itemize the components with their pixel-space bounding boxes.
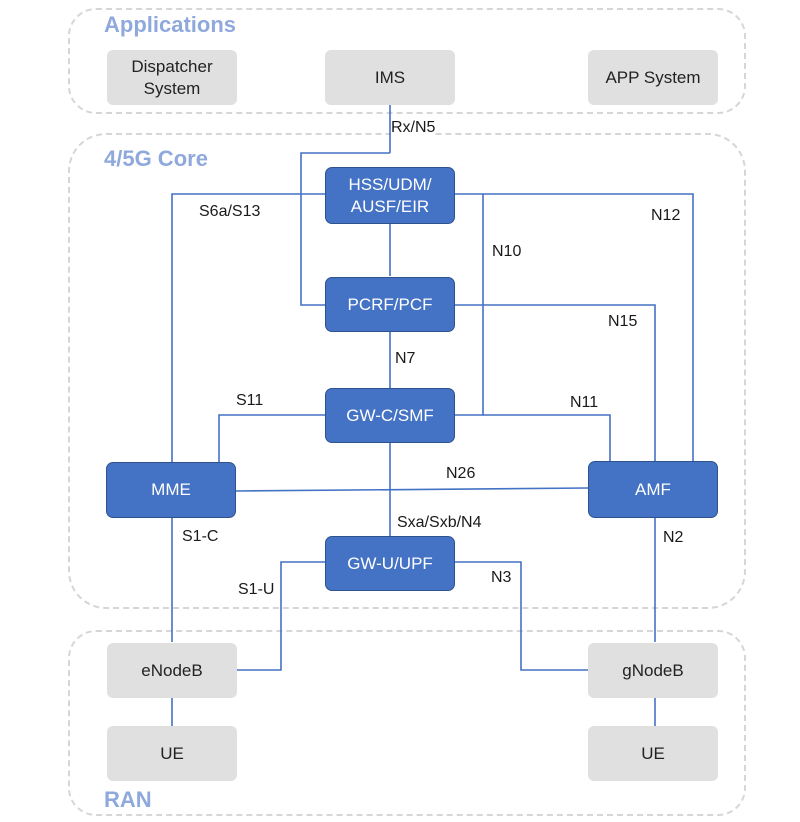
n15-label: N15 [608, 313, 638, 331]
s1c-label: S1-C [182, 528, 219, 546]
n12-link [455, 193, 694, 462]
amf-node[interactable]: AMF [588, 461, 718, 518]
rx-n5-label: Rx/N5 [391, 119, 436, 137]
ran-zone-title: RAN [100, 787, 156, 813]
core-zone-title: 4/5G Core [100, 146, 212, 172]
n3-link [455, 561, 588, 671]
applications-zone-title: Applications [100, 12, 241, 38]
n11-label: N11 [570, 394, 599, 412]
dispatcher-system-label: Dispatcher System [131, 56, 213, 98]
pcrf-pcf-node[interactable]: PCRF/PCF [325, 277, 455, 332]
n12-label: N12 [651, 207, 681, 225]
ue-right-label: UE [641, 743, 665, 763]
n7-label: N7 [395, 350, 416, 368]
n11-link [483, 414, 611, 462]
s11-label: S11 [236, 392, 264, 410]
app-system-node[interactable]: APP System [588, 50, 718, 105]
n15-link [455, 304, 656, 462]
hss-udm-ausf-eir-node[interactable]: HSS/UDM/ AUSF/EIR [325, 167, 455, 224]
hss-udm-ausf-eir-label: HSS/UDM/ AUSF/EIR [348, 174, 432, 216]
gw-c-smf-node[interactable]: GW-C/SMF [325, 388, 455, 443]
ims-label: IMS [374, 67, 406, 87]
enodeb-node[interactable]: eNodeB [107, 643, 237, 698]
enodeb-label: eNodeB [141, 660, 203, 680]
dispatcher-system-node[interactable]: Dispatcher System [107, 50, 237, 105]
applications-zone [68, 8, 746, 114]
ue-left-label: UE [160, 743, 184, 763]
ue-left-node[interactable]: UE [107, 726, 237, 781]
n26-label: N26 [446, 465, 476, 483]
n10-label: N10 [492, 243, 522, 261]
gw-c-smf-label: GW-C/SMF [346, 405, 434, 425]
app-system-label: APP System [605, 67, 701, 87]
ims-node[interactable]: IMS [325, 50, 455, 105]
ran-zone [68, 630, 746, 816]
ue-right-node[interactable]: UE [588, 726, 718, 781]
s1u-label: S1-U [238, 581, 275, 599]
s6a-s13-link [171, 193, 325, 462]
gnodeb-label: gNodeB [622, 660, 684, 680]
mme-label: MME [151, 480, 191, 499]
gw-u-upf-node[interactable]: GW-U/UPF [325, 536, 455, 591]
n3-label: N3 [491, 569, 512, 587]
gnodeb-node[interactable]: gNodeB [588, 643, 718, 698]
n2-label: N2 [663, 529, 684, 547]
s6a-s13-label: S6a/S13 [199, 203, 261, 221]
amf-label: AMF [635, 479, 671, 499]
s11-link [218, 414, 325, 462]
mme-node[interactable]: MME [106, 462, 236, 518]
rx-n5-to-pcrf-link [300, 152, 390, 306]
n26-link [235, 487, 589, 492]
gw-u-upf-label: GW-U/UPF [347, 553, 433, 573]
sxa-sxb-n4-label: Sxa/Sxb/N4 [397, 514, 482, 532]
pcrf-pcf-label: PCRF/PCF [347, 294, 433, 314]
s1u-link [236, 561, 325, 671]
